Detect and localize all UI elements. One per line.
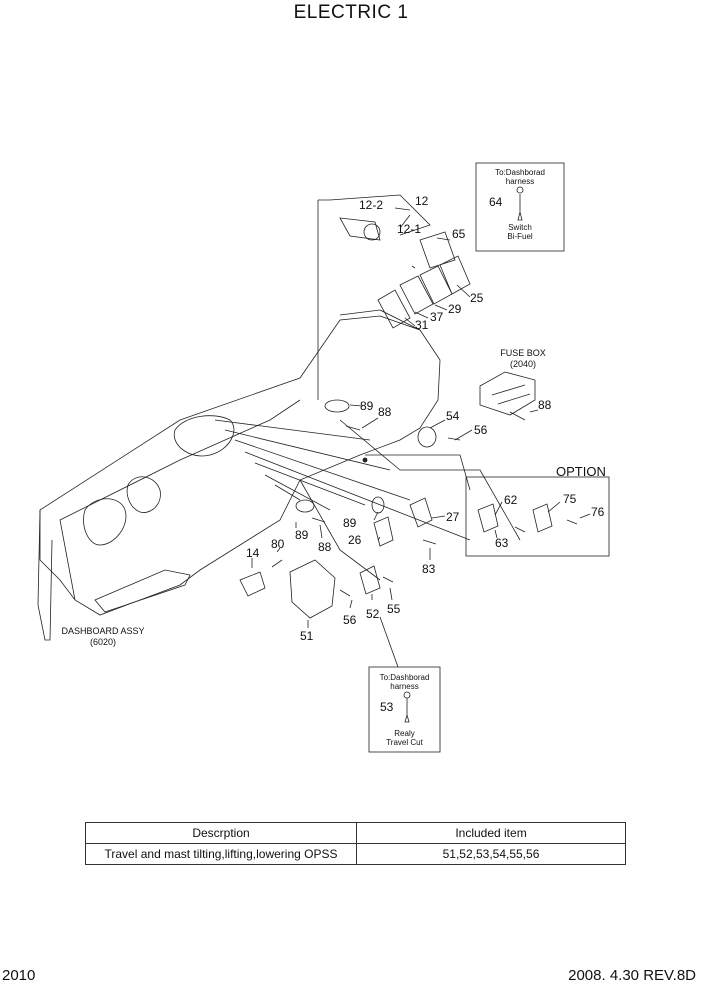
dashboard-assy-outline xyxy=(39,315,441,616)
key-switch-bracket xyxy=(329,194,431,236)
relay-75-shape xyxy=(532,503,553,533)
table-cell-included: 51,52,53,54,55,56 xyxy=(356,843,626,865)
inset-bottom-line4: Travel Cut xyxy=(386,738,423,747)
inset-bottom-line3: Realy xyxy=(394,729,415,738)
callout-55: 55 xyxy=(387,602,401,616)
harness-to-fuse xyxy=(339,419,521,541)
table-header-row: Descrption Included item xyxy=(85,822,626,844)
dashboard-hole-2 xyxy=(126,476,161,513)
leader-lines xyxy=(251,207,591,628)
callout-26: 26 xyxy=(348,533,362,547)
callout-89-top: 89 xyxy=(360,399,374,413)
table-header-description: Descrption xyxy=(85,822,357,844)
callout-65: 65 xyxy=(452,227,466,241)
horn-54-shape xyxy=(417,426,437,448)
fuse-box-shape xyxy=(479,371,536,416)
inset-box-bottom xyxy=(368,666,441,753)
option-box xyxy=(465,476,610,557)
dashboard-hole-1 xyxy=(83,498,127,546)
callout-37: 37 xyxy=(430,310,444,324)
callout-52: 52 xyxy=(366,607,380,621)
table-header-included: Included item xyxy=(356,822,626,844)
switch-65-shape xyxy=(419,231,456,269)
clamp-89-mid xyxy=(295,499,315,513)
callout-12: 12 xyxy=(415,194,429,208)
callout-80: 80 xyxy=(271,537,285,551)
callout-54: 54 xyxy=(446,409,460,423)
callout-76: 76 xyxy=(591,505,605,519)
callout-27: 27 xyxy=(446,510,460,524)
callout-29: 29 xyxy=(448,302,462,316)
dashboard-left-panel xyxy=(37,509,53,641)
page-number: 2010 xyxy=(2,967,36,984)
key-switch-barrel xyxy=(363,223,381,241)
harness-lines xyxy=(214,419,471,541)
inset-bottom-line2: harness xyxy=(390,682,419,691)
harness-main xyxy=(299,479,381,581)
flasher-51-shape xyxy=(289,559,336,619)
dashboard-assy-ref: (6020) xyxy=(89,637,116,647)
fuse-box-label: FUSE BOX xyxy=(500,348,546,358)
callout-63: 63 xyxy=(495,536,509,550)
callout-12-1: 12-1 xyxy=(397,222,422,236)
switch-bank-shape xyxy=(377,255,471,329)
inset-top-line1: To:Dashborad xyxy=(495,168,545,177)
callout-88-right: 88 xyxy=(538,398,552,412)
callout-25: 25 xyxy=(470,291,484,305)
switch-14-shape xyxy=(239,571,266,597)
key-switch-body xyxy=(339,217,381,241)
callout-88-mid: 88 xyxy=(318,540,332,554)
table-cell-description: Travel and mast tilting,lifting,lowering… xyxy=(85,843,357,865)
dashboard-assy-label: DASHBOARD ASSY xyxy=(61,626,145,636)
dashboard-lower-tray xyxy=(94,569,191,613)
inset-wire-top xyxy=(517,194,523,221)
relay-26-shape xyxy=(373,516,394,547)
inset-top-line4: Bi-Fuel xyxy=(507,232,533,241)
callout-12-2: 12-2 xyxy=(359,198,384,212)
dashboard-hole-3 xyxy=(173,415,235,457)
relay-27-shape xyxy=(409,497,433,528)
callout-62: 62 xyxy=(504,493,518,507)
callout-88-top: 88 xyxy=(378,405,392,419)
callout-53: 53 xyxy=(380,700,394,714)
clamp-89-right xyxy=(371,496,385,514)
callout-31: 31 xyxy=(415,318,429,332)
fuse-box-ref: (2040) xyxy=(509,359,536,369)
relay-52-shape xyxy=(359,565,381,595)
table-row: Travel and mast tilting,lifting,lowering… xyxy=(85,843,626,865)
clamp-89-top xyxy=(324,399,350,413)
callout-64: 64 xyxy=(489,195,503,209)
inset-box-top xyxy=(475,162,565,252)
included-items-table: Descrption Included item Travel and mast… xyxy=(85,822,626,865)
callout-89-mid: 89 xyxy=(295,528,309,542)
callout-56-top: 56 xyxy=(474,423,488,437)
harness-to-switches xyxy=(339,309,421,331)
page-title: ELECTRIC 1 xyxy=(293,2,409,23)
dashboard-front-edge xyxy=(59,399,301,601)
inset-bottom-line1: To:Dashborad xyxy=(379,673,430,682)
revision-date: 2008. 4.30 REV.8D xyxy=(568,967,696,984)
inset-top-line2: harness xyxy=(505,177,535,186)
relay-62-shape xyxy=(477,503,499,533)
callout-89-right: 89 xyxy=(343,516,357,530)
callout-56-bottom: 56 xyxy=(343,613,357,627)
bolt-shapes xyxy=(271,411,578,597)
callout-75: 75 xyxy=(563,492,577,506)
callout-83: 83 xyxy=(422,562,436,576)
callout-14: 14 xyxy=(246,546,260,560)
option-label: OPTION xyxy=(556,464,606,479)
callout-51: 51 xyxy=(300,629,314,643)
inset-top-line3: Switch xyxy=(508,223,532,232)
inset-wire-bottom xyxy=(404,698,410,723)
harness-vertical xyxy=(317,199,330,400)
